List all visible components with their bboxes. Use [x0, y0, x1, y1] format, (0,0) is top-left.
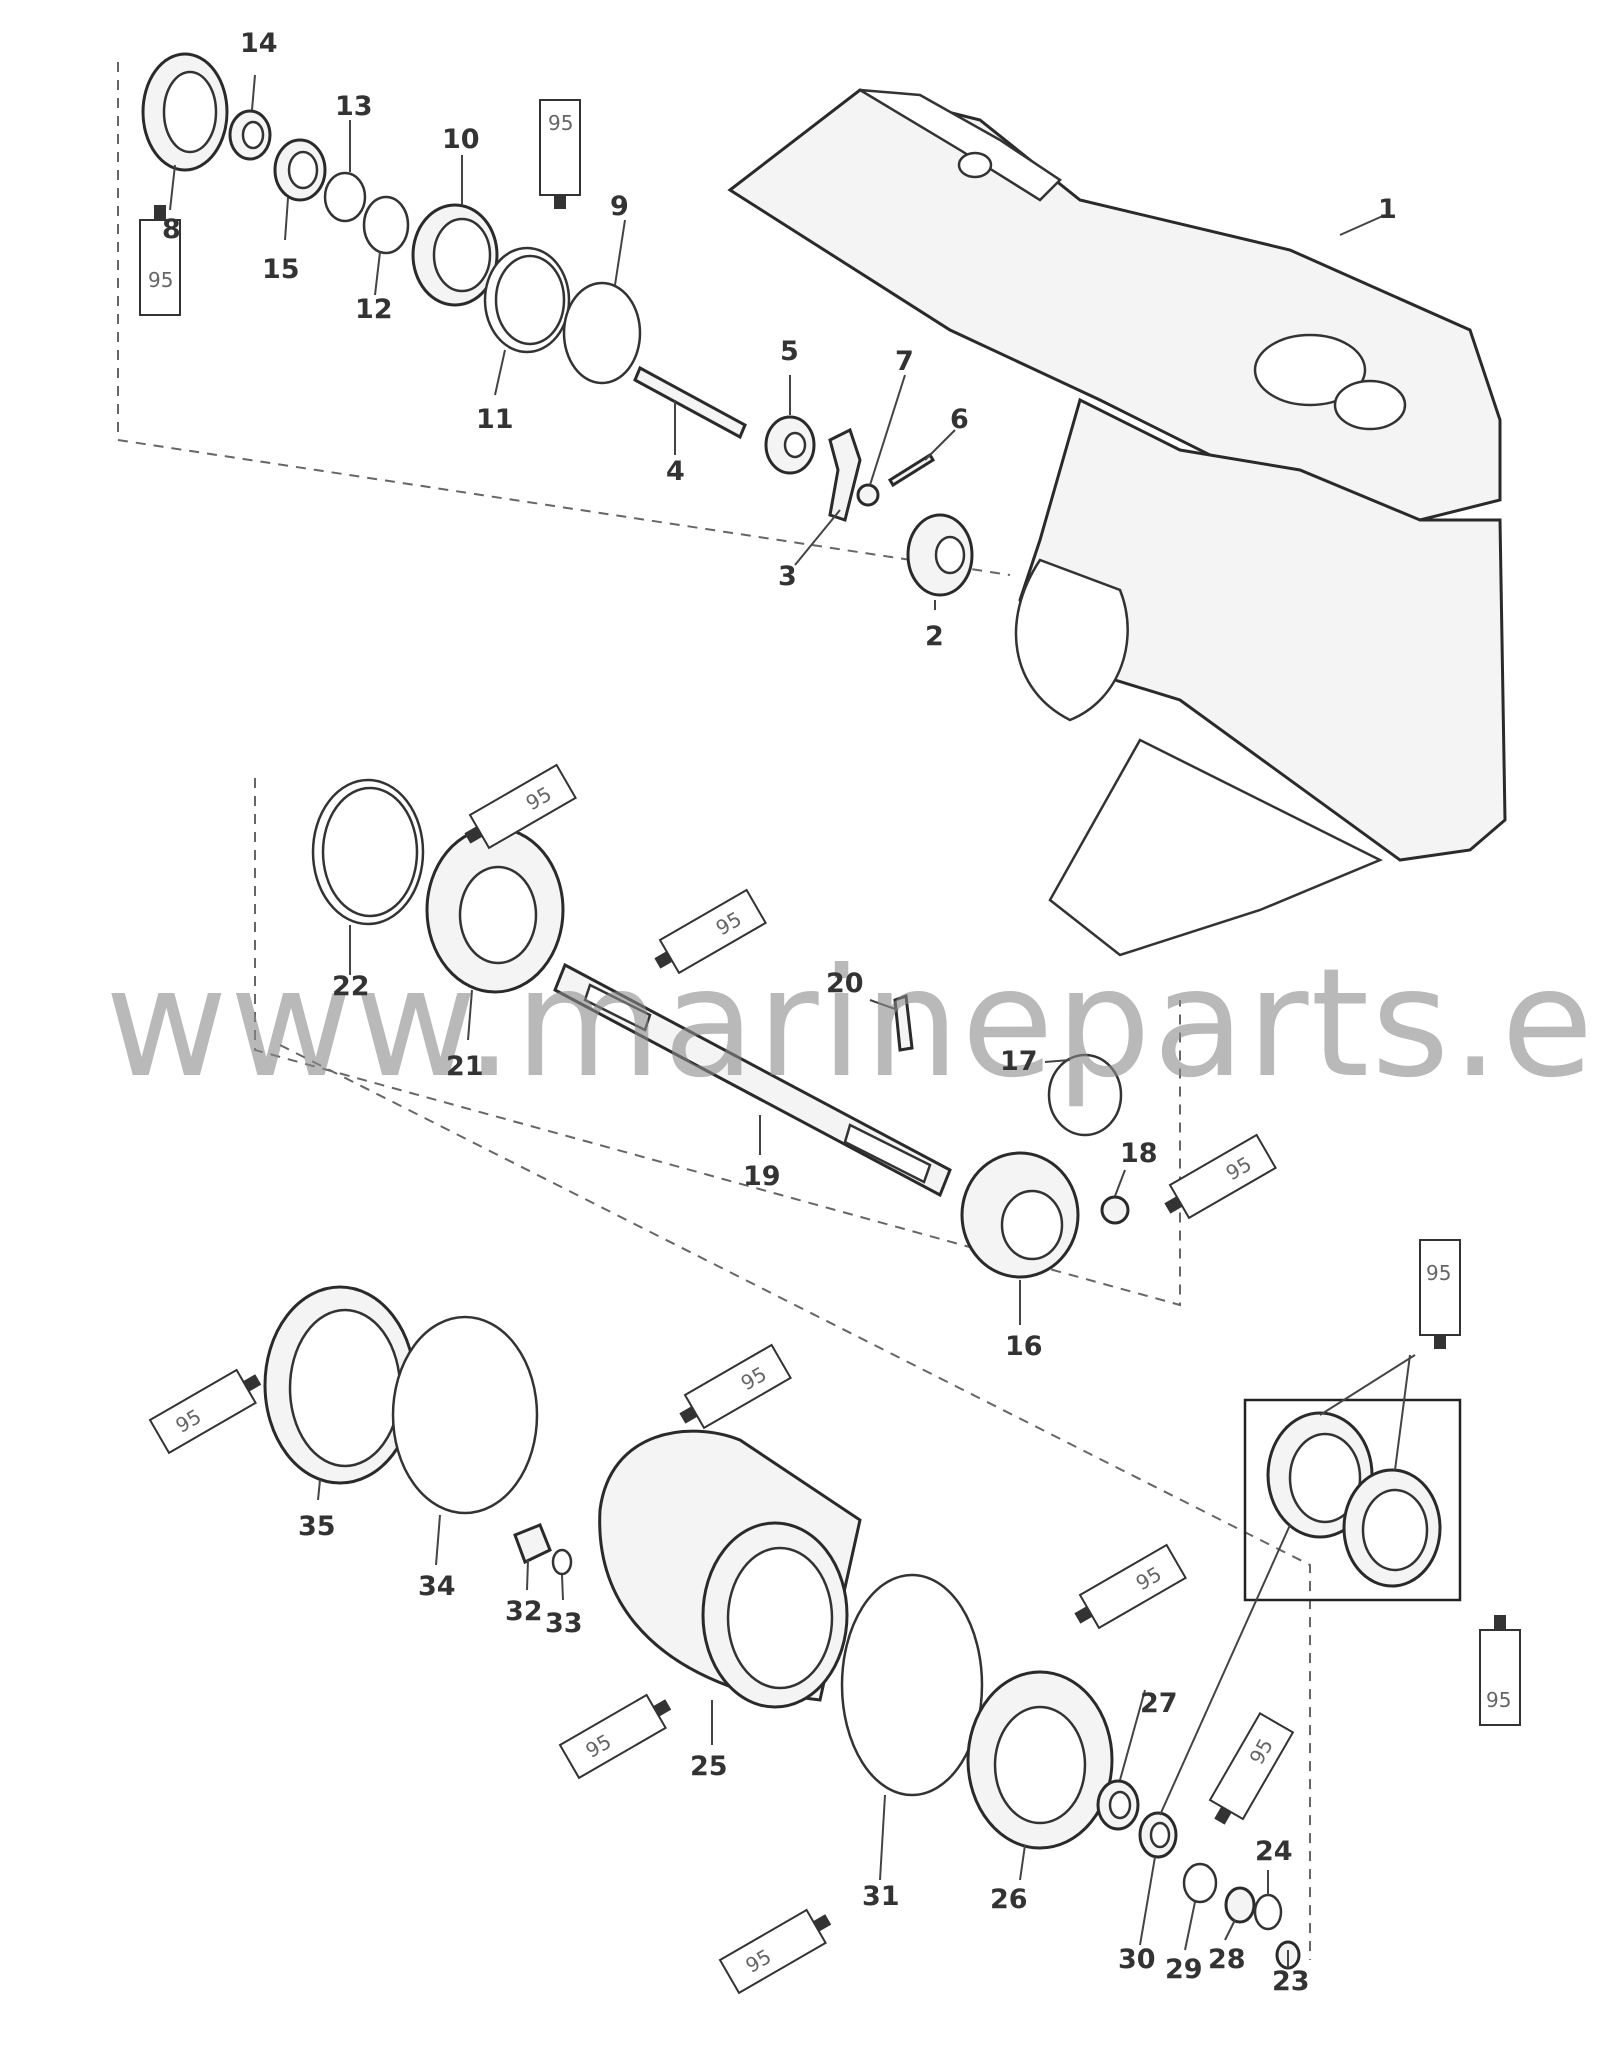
callout-28: 28 [1208, 1944, 1246, 1975]
callout-35: 35 [298, 1511, 336, 1542]
dashed-guide-lines [117, 62, 1311, 1960]
sealant-tube-icon: 95 [148, 1368, 262, 1455]
callout-2: 2 [925, 621, 944, 652]
callout-6: 6 [950, 404, 969, 435]
sealant-tube-icon: 95 [558, 1693, 672, 1780]
sealant-tube-icon: 95 [679, 1343, 792, 1430]
callout-22: 22 [332, 971, 370, 1002]
callout-14: 14 [240, 28, 278, 59]
sealant-tube-icon: 95 [1419, 1239, 1461, 1349]
callout-15: 15 [262, 254, 300, 285]
tube-label: 95 [1486, 1688, 1511, 1712]
callout-29: 29 [1165, 1954, 1203, 1985]
sealant-tube-icon: 95 [1074, 1543, 1187, 1630]
sealant-tube-icon: 95 [654, 888, 767, 975]
callout-3: 3 [778, 561, 797, 592]
watermark-text: www.marineparts.eu [105, 937, 1607, 1111]
callout-32: 32 [505, 1596, 543, 1627]
tube-label: 95 [548, 111, 573, 135]
gear-housing [727, 88, 1507, 957]
callout-7: 7 [895, 346, 914, 377]
callout-13: 13 [335, 91, 373, 122]
callout-27: 27 [1140, 1688, 1178, 1719]
upper-small-parts [141, 52, 974, 597]
leader-lines [169, 74, 1416, 1968]
callout-25: 25 [690, 1751, 728, 1782]
callout-31: 31 [862, 1881, 900, 1912]
callout-9: 9 [610, 191, 629, 222]
callout-12: 12 [355, 294, 393, 325]
callout-18: 18 [1120, 1138, 1158, 1169]
callout-26: 26 [990, 1884, 1028, 1915]
sealant-tube-icon: 95 [464, 763, 577, 850]
sealant-tube-icon: 95 [1208, 1712, 1295, 1825]
bearing-carrier-group [263, 1285, 1462, 1970]
tube-label: 95 [1426, 1261, 1451, 1285]
callout-21: 21 [446, 1051, 484, 1082]
callout-23: 23 [1272, 1966, 1310, 1997]
sealant-tube-icon: 95 [718, 1908, 832, 1995]
sealant-tube-icon: 95 [1479, 1615, 1521, 1726]
callout-5: 5 [780, 336, 799, 367]
sealant-tubes: 95 95 95 95 95 95 95 [139, 99, 1521, 1995]
sealant-tube-icon: 95 [1164, 1133, 1277, 1220]
callout-34: 34 [418, 1571, 456, 1602]
sealant-tube-icon: 95 [139, 205, 181, 316]
callout-11: 11 [476, 404, 514, 435]
callout-20: 20 [826, 968, 864, 999]
propshaft-group [311, 778, 1130, 1279]
callout-33: 33 [545, 1608, 583, 1639]
callout-1: 1 [1378, 194, 1397, 225]
callout-10: 10 [442, 124, 480, 155]
callout-8: 8 [162, 214, 181, 245]
callout-17: 17 [1000, 1046, 1038, 1077]
callout-16: 16 [1005, 1331, 1043, 1362]
callout-numbers: 1 2 3 4 5 6 7 8 9 10 11 12 13 14 15 16 1… [162, 28, 1397, 1997]
callout-4: 4 [666, 456, 685, 487]
callout-24: 24 [1255, 1836, 1293, 1867]
tube-label: 95 [148, 268, 173, 292]
callout-19: 19 [743, 1161, 781, 1192]
callout-30: 30 [1118, 1944, 1156, 1975]
sealant-tube-icon: 95 [539, 99, 581, 209]
